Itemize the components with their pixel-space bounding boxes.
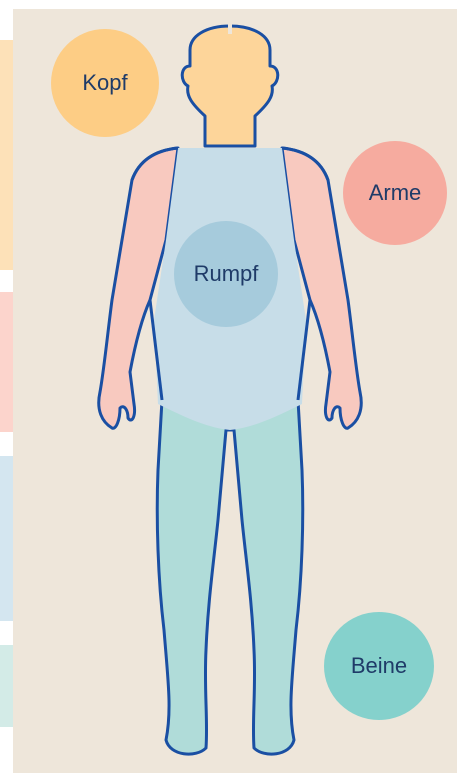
label-arme: Arme <box>369 180 422 206</box>
label-bubble-beine: Beine <box>324 612 434 720</box>
label-rumpf: Rumpf <box>194 261 259 287</box>
label-beine: Beine <box>351 653 407 679</box>
head-shape <box>182 26 278 146</box>
label-kopf: Kopf <box>82 70 127 96</box>
legs-shape <box>157 400 303 754</box>
label-bubble-kopf: Kopf <box>51 29 159 137</box>
label-bubble-arme: Arme <box>343 141 447 245</box>
label-bubble-rumpf: Rumpf <box>174 221 278 327</box>
